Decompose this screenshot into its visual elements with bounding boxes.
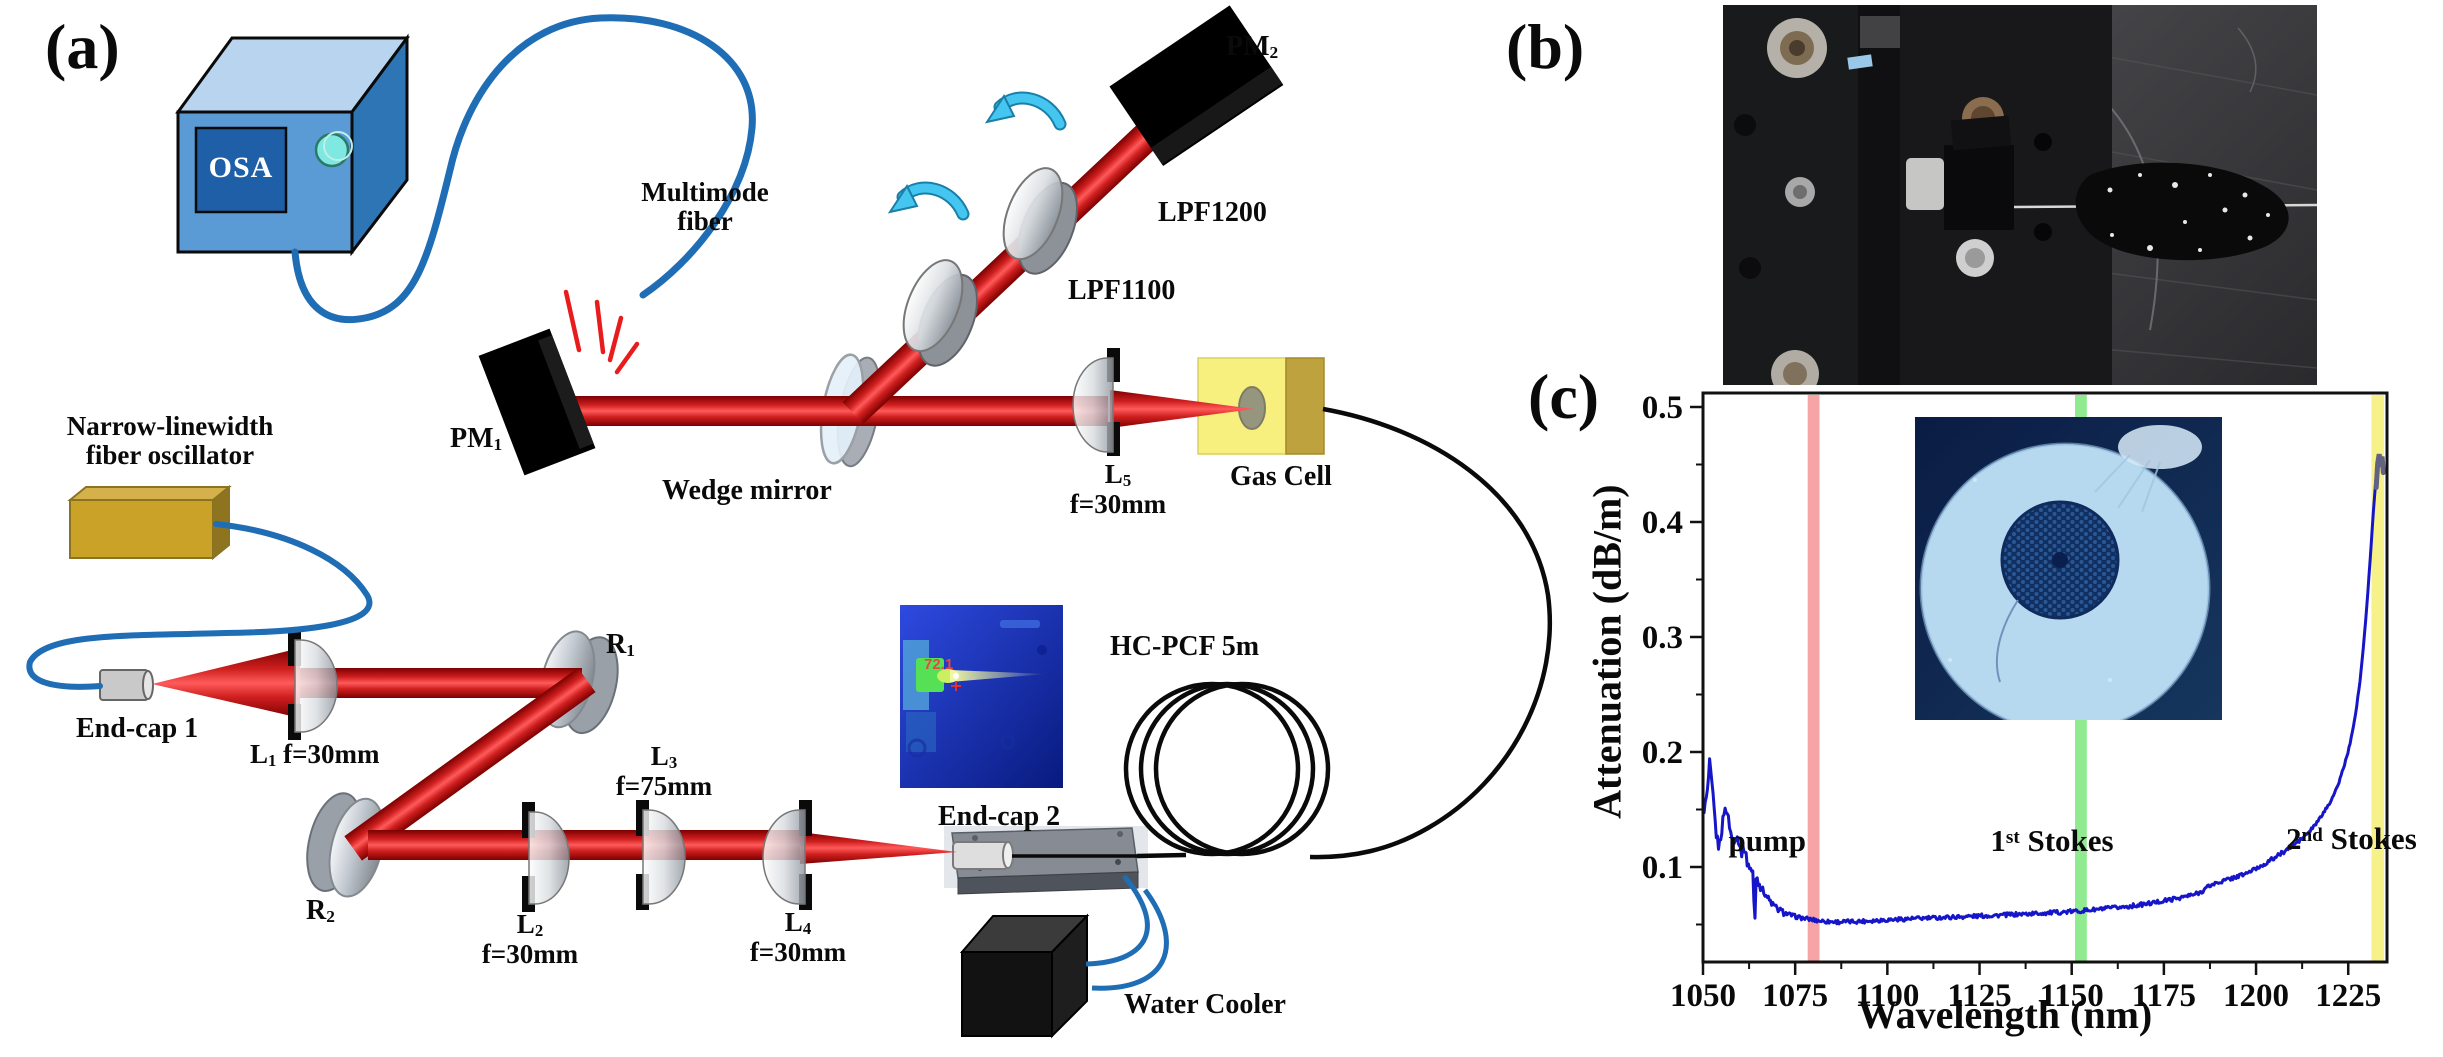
svg-text:0.3: 0.3 (1642, 620, 1683, 656)
thermal-camera-inset (900, 605, 1063, 788)
svg-text:1225: 1225 (2315, 978, 2381, 1014)
band-2 (2371, 395, 2384, 961)
water-cooler-box (959, 913, 1090, 1039)
fiber-cross-section-inset (1915, 417, 2222, 720)
endcap2-assembly (944, 826, 1148, 895)
plot-frame (1701, 391, 2389, 964)
panel-b-photo (1723, 5, 2317, 385)
svg-text:1050: 1050 (1670, 978, 1736, 1014)
svg-text:1200: 1200 (2223, 978, 2289, 1014)
svg-text:0.5: 0.5 (1642, 390, 1683, 426)
scatter-rays-icon (563, 289, 640, 375)
lens-l3 (636, 800, 686, 910)
multimode-fiber-line (291, 14, 756, 324)
rotation-arrow-icon (887, 181, 970, 221)
attenuation-chart: 1050 1075 1100 1125 1150 1175 1200 1225 0.1 0.2 0.… (1642, 390, 2389, 1014)
pm2-power-meter (1109, 5, 1284, 167)
svg-text:1075: 1075 (1762, 978, 1828, 1014)
lpf1100-filter (902, 259, 978, 367)
lpf1200-filter (1002, 167, 1078, 275)
svg-text:1175: 1175 (2132, 978, 2196, 1014)
axis-ticks: 1050 1075 1100 1125 1150 1175 1200 1225 0.1 0.2 0.… (1642, 390, 2381, 1014)
svg-text:1100: 1100 (1855, 978, 1919, 1014)
fiber-oscillator-box (67, 484, 232, 561)
pm1-power-meter (478, 328, 596, 476)
panel-a-diagram (26, 5, 1553, 1039)
lens-l1 (288, 630, 338, 740)
lens-l2 (522, 802, 570, 912)
attenuation-curve (1703, 453, 2386, 926)
osa-knob-icon (314, 132, 350, 168)
svg-text:1150: 1150 (2040, 978, 2104, 1014)
lens-l4 (762, 800, 812, 910)
hcpcf-coil (1123, 406, 1553, 860)
svg-text:0.2: 0.2 (1642, 735, 1683, 771)
osa-screen (194, 126, 288, 214)
gas-cell-body (1197, 357, 1325, 455)
rotation-arrow-icon (984, 91, 1067, 131)
band-pump (1807, 395, 1820, 961)
endcap1-cylinder (99, 669, 154, 701)
cooling-tubes (1085, 874, 1169, 991)
svg-text:0.1: 0.1 (1642, 850, 1683, 886)
series-attenuation (1703, 456, 2385, 926)
series-peak-highlight (2373, 453, 2386, 490)
svg-text:0.4: 0.4 (1642, 505, 1683, 541)
osa-instrument (175, 33, 410, 257)
svg-text:1125: 1125 (1947, 978, 2011, 1014)
lens-l5 (1072, 348, 1120, 456)
oscillator-fiber-line (26, 521, 373, 690)
